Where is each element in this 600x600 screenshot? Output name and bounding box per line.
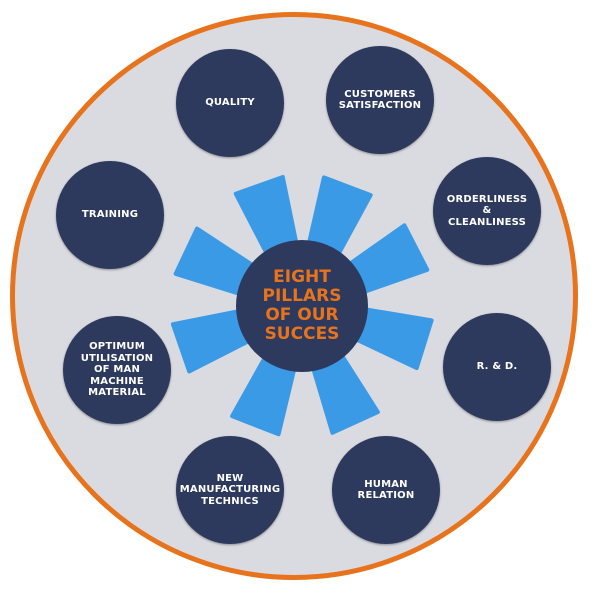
pillar-training-label: TRAINING bbox=[81, 209, 139, 221]
pillar-human-relation-label: HUMAN RELATION bbox=[357, 478, 415, 502]
pillar-customers-satisfaction-label: CUSTOMERS SATISFACTION bbox=[338, 88, 422, 112]
pillar-quality: QUALITY bbox=[176, 49, 284, 157]
pillar-optimum-utilisation: OPTIMUM UTILISATION OF MAN MACHINE MATER… bbox=[63, 316, 171, 424]
pillar-optimum-utilisation-label: OPTIMUM UTILISATION OF MAN MACHINE MATER… bbox=[80, 341, 154, 399]
pillar-rnd-label: R. & D. bbox=[476, 361, 518, 373]
center-title: EIGHT PILLARS OF OUR SUCCES bbox=[262, 266, 342, 345]
center-hub: EIGHT PILLARS OF OUR SUCCES bbox=[236, 240, 368, 372]
pillar-rnd: R. & D. bbox=[443, 313, 551, 421]
pillar-orderliness-cleanliness: ORDERLINESS & CLEANLINESS bbox=[433, 157, 541, 265]
pillar-orderliness-cleanliness-label: ORDERLINESS & CLEANLINESS bbox=[446, 193, 528, 228]
pillar-quality-label: QUALITY bbox=[205, 97, 255, 109]
pillar-customers-satisfaction: CUSTOMERS SATISFACTION bbox=[326, 46, 434, 154]
pillar-human-relation: HUMAN RELATION bbox=[332, 436, 440, 544]
pillar-new-manufacturing-technics-label: NEW MANUFACTURING TECHNICS bbox=[179, 472, 281, 507]
pillar-new-manufacturing-technics: NEW MANUFACTURING TECHNICS bbox=[176, 436, 284, 544]
pillar-training: TRAINING bbox=[56, 161, 164, 269]
